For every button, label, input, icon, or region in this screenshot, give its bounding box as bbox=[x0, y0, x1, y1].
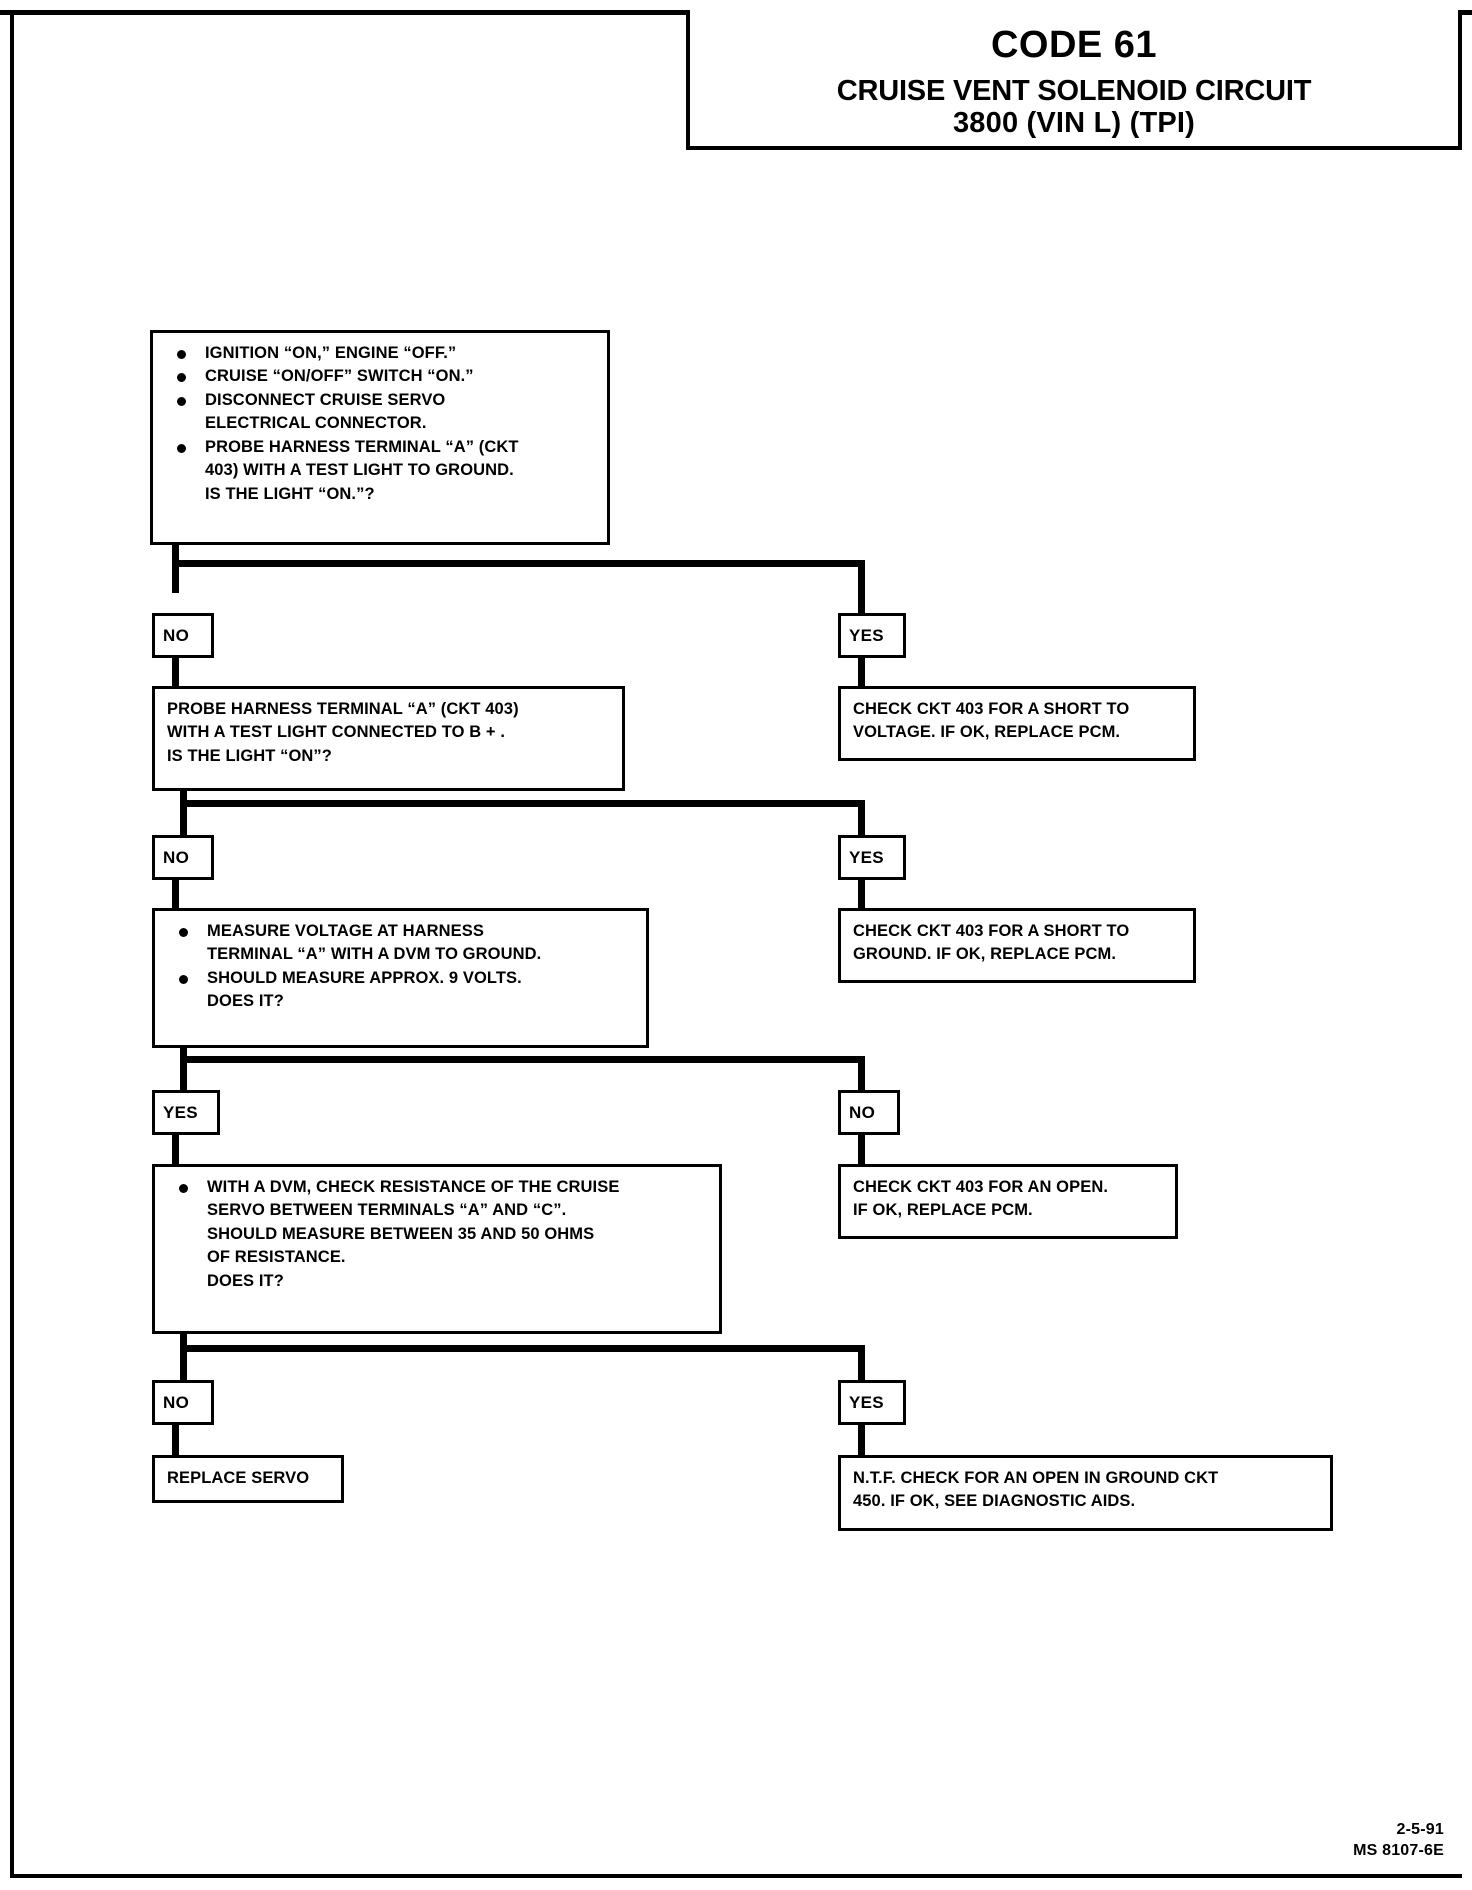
tag-no-3: NO bbox=[838, 1090, 900, 1135]
tag-yes-4: YES bbox=[838, 1380, 906, 1425]
result2-line-2: GROUND. IF OK, REPLACE PCM. bbox=[853, 945, 1117, 964]
result3-box: CHECK CKT 403 FOR AN OPEN. IF OK, REPLAC… bbox=[838, 1164, 1178, 1239]
result2-line-1: CHECK CKT 403 FOR A SHORT TO bbox=[853, 922, 1130, 940]
page-bottom-border bbox=[10, 1874, 1462, 1878]
page-left-border bbox=[10, 10, 14, 1878]
engine-title: 3800 (VIN L) (TPI) bbox=[952, 107, 1196, 140]
tag-yes-1-label: YES bbox=[849, 625, 884, 645]
tag-no-4-drop bbox=[172, 1425, 179, 1457]
step4-line-1: WITH A DVM, CHECK RESISTANCE OF THE CRUI… bbox=[167, 1176, 709, 1199]
step2-line-3: IS THE LIGHT “ON”? bbox=[167, 746, 332, 765]
tag-yes-1-drop bbox=[858, 658, 865, 688]
step2-line-1: PROBE HARNESS TERMINAL “A” (CKT 403) bbox=[167, 700, 519, 718]
footer-doc-id: MS 8107-6E bbox=[1353, 1842, 1444, 1860]
step4-stem bbox=[180, 1334, 187, 1380]
tag-yes-4-drop bbox=[858, 1425, 865, 1457]
step3-stem bbox=[180, 1048, 187, 1090]
step4-branch-bar bbox=[180, 1345, 865, 1352]
footer: 2-5-91 MS 8107-6E bbox=[1353, 1819, 1444, 1862]
result1-line-2: VOLTAGE. IF OK, REPLACE PCM. bbox=[853, 723, 1121, 742]
step1-yes-drop bbox=[858, 560, 865, 613]
step3-no-drop bbox=[858, 1056, 865, 1090]
tag-no-2: NO bbox=[152, 835, 214, 880]
result1-box: CHECK CKT 403 FOR A SHORT TO VOLTAGE. IF… bbox=[838, 686, 1196, 761]
tag-no-2-drop bbox=[172, 880, 179, 910]
step1-line-1: IGNITION “ON,” ENGINE “OFF.” bbox=[165, 342, 597, 365]
step3-line-3: SHOULD MEASURE APPROX. 9 VOLTS. bbox=[167, 967, 636, 990]
result3-line-2: IF OK, REPLACE PCM. bbox=[853, 1201, 1033, 1220]
circuit-title: CRUISE VENT SOLENOID CIRCUIT bbox=[836, 75, 1312, 107]
result4-box: REPLACE SERVO bbox=[152, 1455, 344, 1503]
step2-line-2: WITH A TEST LIGHT CONNECTED TO B + . bbox=[167, 723, 506, 742]
result5-line-1: N.T.F. CHECK FOR AN OPEN IN GROUND CKT bbox=[853, 1469, 1219, 1487]
step2-stem bbox=[180, 791, 187, 835]
tag-no-1: NO bbox=[152, 613, 214, 658]
step1-line-6: 403) WITH A TEST LIGHT TO GROUND. bbox=[205, 461, 514, 480]
step1-line-3: DISCONNECT CRUISE SERVO bbox=[165, 389, 597, 412]
tag-yes-3: YES bbox=[152, 1090, 220, 1135]
step3-line-4: DOES IT? bbox=[207, 992, 284, 1011]
tag-no-1-label: NO bbox=[163, 625, 190, 645]
result4-line-1: REPLACE SERVO bbox=[167, 1469, 310, 1487]
step3-line-1: MEASURE VOLTAGE AT HARNESS bbox=[167, 920, 636, 943]
tag-no-1-drop bbox=[172, 658, 179, 688]
step1-stem bbox=[172, 545, 179, 593]
tag-yes-2: YES bbox=[838, 835, 906, 880]
tag-yes-2-drop bbox=[858, 880, 865, 910]
step1-line-5: PROBE HARNESS TERMINAL “A” (CKT bbox=[165, 436, 597, 459]
step2-yes-drop bbox=[858, 800, 865, 835]
step2-box: PROBE HARNESS TERMINAL “A” (CKT 403) WIT… bbox=[152, 686, 625, 791]
step4-line-3: SHOULD MEASURE BETWEEN 35 AND 50 OHMS bbox=[207, 1224, 595, 1243]
step4-box: WITH A DVM, CHECK RESISTANCE OF THE CRUI… bbox=[152, 1164, 722, 1334]
result5-box: N.T.F. CHECK FOR AN OPEN IN GROUND CKT 4… bbox=[838, 1455, 1333, 1531]
title-block: CODE 61 CRUISE VENT SOLENOID CIRCUIT 380… bbox=[686, 10, 1462, 150]
tag-yes-1: YES bbox=[838, 613, 906, 658]
tag-no-4: NO bbox=[152, 1380, 214, 1425]
tag-yes-3-drop bbox=[172, 1135, 179, 1166]
result5-line-2: 450. IF OK, SEE DIAGNOSTIC AIDS. bbox=[853, 1492, 1136, 1511]
tag-yes-4-label: YES bbox=[849, 1392, 884, 1412]
result3-line-1: CHECK CKT 403 FOR AN OPEN. bbox=[853, 1178, 1109, 1196]
tag-no-2-label: NO bbox=[163, 847, 190, 867]
step1-line-7: IS THE LIGHT “ON.”? bbox=[205, 484, 375, 503]
step3-branch-bar bbox=[180, 1056, 865, 1063]
tag-yes-3-label: YES bbox=[163, 1102, 198, 1122]
tag-no-3-drop bbox=[858, 1135, 865, 1166]
result2-box: CHECK CKT 403 FOR A SHORT TO GROUND. IF … bbox=[838, 908, 1196, 983]
step1-branch-bar bbox=[172, 560, 865, 567]
step1-line-2: CRUISE “ON/OFF” SWITCH “ON.” bbox=[165, 365, 597, 388]
tag-no-3-label: NO bbox=[849, 1102, 876, 1122]
result1-line-1: CHECK CKT 403 FOR A SHORT TO bbox=[853, 700, 1130, 718]
step4-line-4: OF RESISTANCE. bbox=[207, 1248, 346, 1267]
tag-yes-2-label: YES bbox=[849, 847, 884, 867]
code-title: CODE 61 bbox=[990, 24, 1158, 66]
step1-line-4: ELECTRICAL CONNECTOR. bbox=[205, 414, 427, 433]
step4-yes-drop bbox=[858, 1345, 865, 1380]
step3-line-2: TERMINAL “A” WITH A DVM TO GROUND. bbox=[207, 945, 542, 964]
step3-box: MEASURE VOLTAGE AT HARNESS TERMINAL “A” … bbox=[152, 908, 649, 1048]
step2-branch-bar bbox=[180, 800, 865, 807]
step4-line-2: SERVO BETWEEN TERMINALS “A” AND “C”. bbox=[207, 1201, 567, 1220]
footer-date: 2-5-91 bbox=[1396, 1820, 1444, 1838]
tag-no-4-label: NO bbox=[163, 1392, 190, 1412]
step1-box: IGNITION “ON,” ENGINE “OFF.” CRUISE “ON/… bbox=[150, 330, 610, 545]
step4-line-5: DOES IT? bbox=[207, 1271, 284, 1290]
